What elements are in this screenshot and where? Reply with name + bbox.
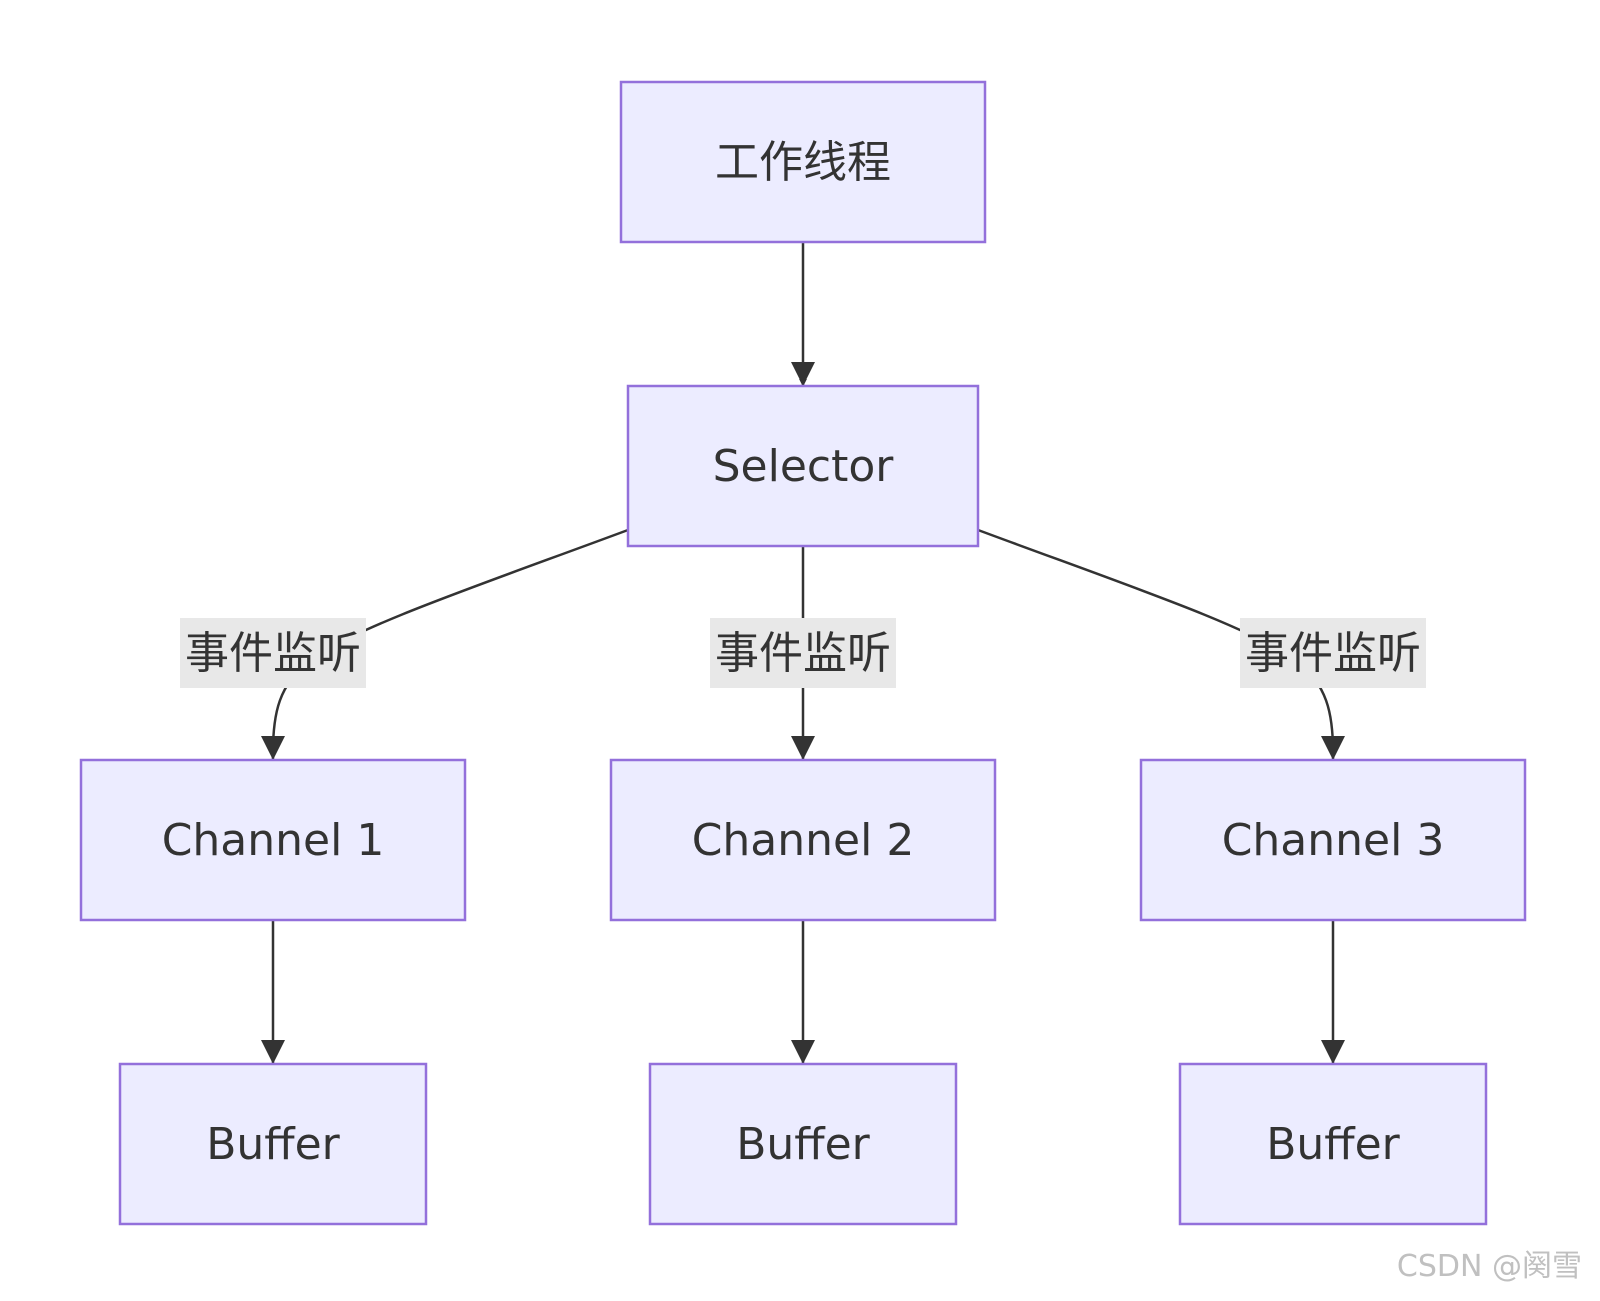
node-buffer-3: Buffer (1178, 1062, 1488, 1226)
arrowhead-channel3 (1321, 736, 1345, 760)
edge-label-text: 事件监听 (185, 628, 361, 679)
node-worker-thread: 工作线程 (619, 80, 987, 244)
node-channel-3: Channel 3 (1139, 758, 1527, 922)
node-label: Channel 2 (692, 815, 915, 866)
edge-label-channel3: 事件监听 (1240, 618, 1426, 688)
node-buffer-1: Buffer (118, 1062, 428, 1226)
edge-label-channel1: 事件监听 (180, 618, 366, 688)
arrowhead-channel1 (261, 736, 285, 760)
arrowhead-buffer1 (261, 1040, 285, 1064)
node-label: Channel 3 (1222, 815, 1445, 866)
edge-label-channel2: 事件监听 (710, 618, 896, 688)
arrowhead-selector (791, 362, 815, 386)
arrowheads (261, 362, 1345, 1064)
node-channel-2: Channel 2 (609, 758, 997, 922)
arrowhead-channel2 (791, 736, 815, 760)
node-selector: Selector (626, 384, 980, 548)
node-label: Channel 1 (162, 815, 385, 866)
node-label: Selector (713, 441, 895, 492)
arrowhead-buffer2 (791, 1040, 815, 1064)
edge-label-text: 事件监听 (715, 628, 891, 679)
node-buffer-2: Buffer (648, 1062, 958, 1226)
arrowhead-buffer3 (1321, 1040, 1345, 1064)
edge-label-text: 事件监听 (1245, 628, 1421, 679)
node-label: Buffer (206, 1119, 340, 1170)
watermark: CSDN @阕雪 (1396, 1249, 1582, 1284)
node-channel-1: Channel 1 (79, 758, 467, 922)
node-label: Buffer (1266, 1119, 1400, 1170)
node-label: Buffer (736, 1119, 870, 1170)
node-label: 工作线程 (715, 137, 891, 188)
